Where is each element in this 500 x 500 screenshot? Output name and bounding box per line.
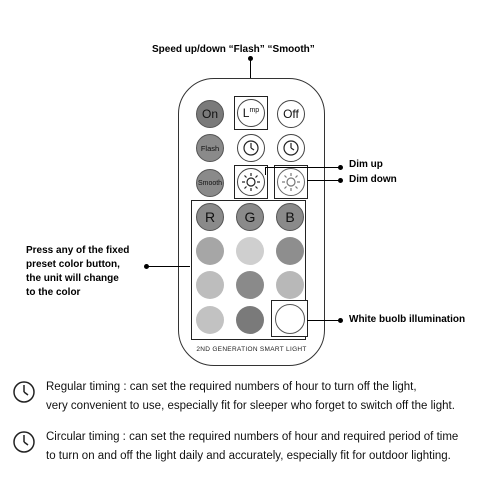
smooth-button-label: Smooth bbox=[197, 179, 223, 187]
regular-timing-line: Regular timing : can set the required nu… bbox=[46, 381, 417, 393]
remote-footer: 2ND GENERATION SMART LIGHT bbox=[196, 346, 307, 353]
remote-control: On Lmp Off Flash Smooth bbox=[178, 78, 325, 366]
flash-button-label: Flash bbox=[200, 143, 220, 153]
dim-up-leader-dot bbox=[338, 165, 343, 170]
regular-timing-description: Regular timing : can set the required nu… bbox=[46, 378, 455, 416]
speed-leader-line bbox=[250, 58, 251, 96]
white-button[interactable] bbox=[275, 304, 305, 334]
circular-timing-line: Circular timing : can set the required n… bbox=[46, 431, 459, 443]
on-button[interactable]: On bbox=[196, 100, 224, 128]
preset-color-button[interactable] bbox=[236, 271, 264, 299]
preset-annotation-line: to the color bbox=[26, 287, 81, 298]
dim-down-leader-dot bbox=[338, 178, 343, 183]
dim-up-leader-line bbox=[265, 167, 340, 168]
regular-timing-clock-icon bbox=[12, 380, 36, 409]
red-button[interactable]: R bbox=[196, 203, 224, 231]
preset-leader-dot bbox=[144, 264, 149, 269]
preset-color-button[interactable] bbox=[276, 271, 304, 299]
sun-icon bbox=[282, 173, 300, 191]
smooth-button[interactable]: Smooth bbox=[196, 169, 224, 197]
color-grid-box bbox=[191, 200, 306, 340]
green-button-label: G bbox=[244, 209, 256, 225]
preset-leader-line bbox=[146, 266, 190, 267]
dim-down-leader-line bbox=[307, 180, 340, 181]
off-button-label: Off bbox=[283, 107, 299, 121]
lmp-button[interactable]: Lmp bbox=[237, 99, 265, 127]
white-annotation: White buolb illumination bbox=[349, 314, 466, 325]
dim-down-annotation: Dim down bbox=[349, 174, 397, 185]
off-button[interactable]: Off bbox=[277, 100, 305, 128]
green-button[interactable]: G bbox=[236, 203, 264, 231]
preset-color-button[interactable] bbox=[236, 237, 264, 265]
speed-leader-dot bbox=[248, 56, 253, 61]
preset-color-button[interactable] bbox=[236, 306, 264, 334]
dim-up-annotation: Dim up bbox=[349, 159, 383, 170]
clock-icon bbox=[13, 381, 35, 403]
preset-color-button[interactable] bbox=[276, 237, 304, 265]
preset-color-button[interactable] bbox=[196, 237, 224, 265]
dim-down-button[interactable] bbox=[277, 168, 305, 196]
preset-color-button[interactable] bbox=[196, 306, 224, 334]
lmp-highlight-box bbox=[234, 96, 268, 130]
preset-annotation-line: Press any of the fixed bbox=[26, 245, 130, 256]
circular-timer-button[interactable] bbox=[277, 134, 305, 162]
circular-timing-description: Circular timing : can set the required n… bbox=[46, 428, 458, 466]
flash-button[interactable]: Flash bbox=[196, 134, 224, 162]
clock-icon bbox=[13, 431, 35, 453]
preset-annotation: Press any of the fixed preset color butt… bbox=[26, 244, 129, 300]
blue-button-label: B bbox=[285, 209, 295, 225]
preset-annotation-line: the unit will change bbox=[26, 273, 119, 284]
preset-annotation-line: preset color button, bbox=[26, 259, 120, 270]
dim-up-leader-vertical bbox=[265, 167, 266, 175]
regular-timing-line: very convenient to use, especially fit f… bbox=[46, 400, 455, 412]
circular-timing-line: to turn on and off the light daily and a… bbox=[46, 450, 451, 462]
dim-down-highlight-box bbox=[274, 165, 308, 199]
white-leader-line bbox=[307, 320, 340, 321]
lmp-button-label: Lmp bbox=[242, 106, 260, 120]
red-button-label: R bbox=[204, 209, 216, 225]
on-button-label: On bbox=[201, 107, 218, 121]
regular-timer-button[interactable] bbox=[237, 134, 265, 162]
dim-up-button[interactable] bbox=[237, 168, 265, 196]
dim-up-highlight-box bbox=[234, 165, 268, 199]
blue-button[interactable]: B bbox=[276, 203, 304, 231]
speed-annotation: Speed up/down “Flash” “Smooth” bbox=[152, 44, 315, 55]
preset-color-button[interactable] bbox=[196, 271, 224, 299]
white-leader-dot bbox=[338, 318, 343, 323]
clock-icon bbox=[243, 140, 259, 156]
circular-timing-clock-icon bbox=[12, 430, 36, 459]
sun-icon bbox=[242, 173, 260, 191]
clock-icon bbox=[283, 140, 299, 156]
